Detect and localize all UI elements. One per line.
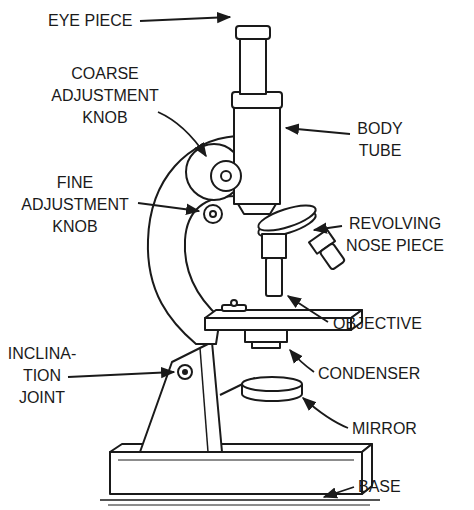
objective	[266, 258, 282, 296]
part-label: INCLINA- TION JOINT	[2, 343, 82, 409]
part-label: FINE ADJUSTMENT KNOB	[15, 172, 135, 238]
side-objective	[309, 230, 348, 272]
leader-arrow	[140, 17, 230, 21]
part-label: COARSE ADJUSTMENT KNOB	[45, 63, 165, 129]
leader-arrow	[158, 112, 206, 156]
inclination-joint	[178, 365, 192, 379]
stage-front	[205, 318, 351, 330]
condenser-lens	[252, 342, 280, 348]
part-label: BODY TUBE	[345, 118, 415, 162]
objective-collar	[262, 234, 286, 258]
pillar	[140, 342, 222, 452]
tube-end	[238, 204, 276, 214]
eyepiece-cap	[236, 26, 270, 39]
part-label: EYE PIECE	[48, 10, 188, 32]
revolving-nosepiece	[256, 200, 319, 236]
leader-arrow	[138, 203, 199, 211]
shadow-line	[108, 505, 370, 506]
leader-arrow	[290, 350, 314, 372]
part-label: MIRROR	[352, 418, 462, 440]
leader-arrow	[68, 372, 174, 377]
leader-arrow	[288, 296, 328, 322]
base-edge	[118, 460, 354, 461]
part-label: BASE	[358, 476, 458, 498]
clip-screw	[231, 300, 237, 306]
leader-arrow	[303, 398, 348, 428]
pillar-edge	[200, 348, 208, 452]
part-label: REVOLVING NOSE PIECE	[335, 213, 455, 257]
part-label: OBJECTIVE	[333, 313, 463, 335]
objective-lens	[319, 243, 345, 270]
base-front	[110, 452, 362, 494]
leader-arrow	[286, 128, 350, 134]
fine-knob	[204, 205, 222, 223]
leader-arrow	[324, 487, 354, 497]
coarse-knob-center	[221, 171, 231, 181]
joint-pin	[183, 370, 187, 374]
fine-knob-center	[210, 211, 216, 217]
eyepiece-tube	[240, 38, 266, 94]
part-label: CONDENSER	[318, 363, 458, 385]
coarse-knob	[211, 161, 241, 191]
condenser	[245, 330, 287, 342]
leader-arrow	[314, 226, 342, 230]
ground-shadow	[100, 500, 380, 505]
shadow-line	[100, 499, 380, 501]
mirror	[242, 377, 302, 391]
body-tube	[234, 106, 280, 204]
